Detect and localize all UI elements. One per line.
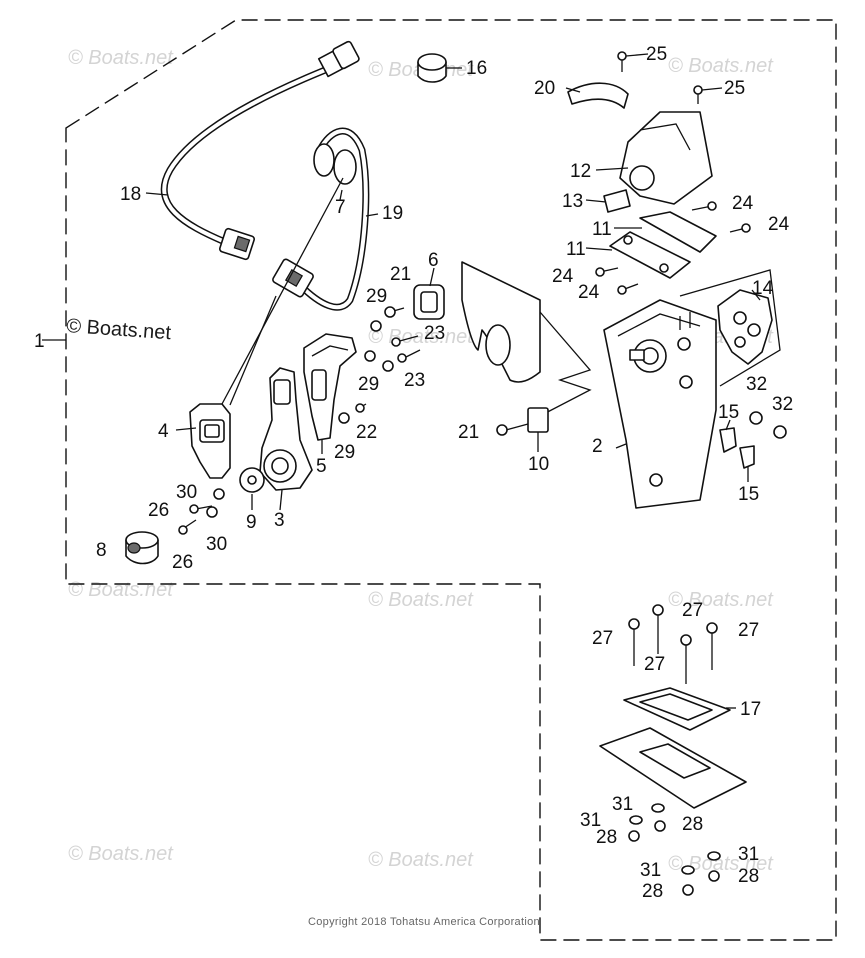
gasket [461,261,541,383]
screws-24-25 [595,51,751,295]
watermark-6: © Boats.net [68,579,174,601]
callout-11b: 11 [566,239,586,260]
callout-23a: 23 [424,323,445,344]
callout-29a: 29 [366,286,387,307]
callout-27c: 27 [644,654,665,675]
watermark-9: © Boats.net [68,843,174,865]
callout-labels-right: 28 28 31 [682,814,759,887]
callout-13: 13 [562,191,583,212]
callout-23b: 23 [404,370,425,391]
callout-29c: 29 [334,442,355,463]
callout-20: 20 [534,78,555,99]
bracket-14 [717,289,773,365]
callout-2: 2 [592,436,603,457]
watermark-3: © Boats.net [668,55,774,77]
cover-12 [619,111,713,205]
callout-15a: 15 [718,402,739,423]
callout-1: 1 [34,331,45,352]
callout-7: 7 [335,197,346,218]
watermark-7: © Boats.net [368,589,474,611]
callout-31d: 31 [738,844,759,865]
callout-28b: 28 [642,881,663,902]
bracket-5 [303,333,357,441]
control-body-2 [603,299,717,509]
callout-10: 10 [528,454,549,475]
assembly-frame [65,19,837,941]
callout-24c: 24 [552,266,574,287]
watermark-8: © Boats.net [668,589,774,611]
callout-17: 17 [740,699,761,720]
callout-3: 3 [274,510,285,531]
callout-8: 8 [96,540,107,561]
callout-19: 19 [382,203,403,224]
clip-13 [603,189,631,213]
callout-28d: 28 [738,866,759,887]
washer-9 [239,467,265,493]
callout-27d: 27 [738,620,759,641]
mounting-plate [599,727,747,809]
callout-25b: 25 [724,78,745,99]
callout-27b: 27 [682,600,703,621]
lever-3 [259,367,313,491]
callout-26b: 26 [172,552,193,573]
callout-30b: 30 [206,534,227,555]
watermark-1: © Boats.net [68,47,174,69]
copyright-text: Copyright 2018 Tohatsu America Corporati… [308,916,540,928]
callout-6: 6 [428,250,439,271]
watermark-main: © Boats.net [66,315,173,344]
callout-24b: 24 [768,214,790,235]
callout-16: 16 [466,58,487,79]
grommet-6 [413,284,445,320]
callout-21a: 21 [390,264,411,285]
callout-9: 9 [246,512,257,533]
callout-28a: 28 [596,827,617,848]
cap-20 [567,82,629,109]
hardware-left [178,306,421,535]
clip-10 [496,407,549,436]
callout-21b: 21 [458,422,479,443]
callout-14: 14 [752,278,774,299]
callout-29b: 29 [358,374,379,395]
callout-27a: 27 [592,628,613,649]
callout-28c: 28 [682,814,703,835]
callout-31a: 31 [612,794,633,815]
watermark-4: © Boats.net [368,326,474,348]
gasket-leader [535,311,592,419]
callout-32a: 32 [746,374,767,395]
callout-32b: 32 [772,394,793,415]
nuts-28-31 [628,803,721,896]
cap-8 [125,531,159,565]
wire-harness-18 [160,40,360,261]
callout-31c: 31 [640,860,661,881]
bracket-14-frame [679,269,781,387]
bushing-16 [417,53,447,83]
wire-harness-19 [272,127,370,311]
leader-lines [145,53,761,709]
watermarks: © Boats.net © Boats.net © Boats.net © Bo… [68,47,774,875]
callout-15b: 15 [738,484,759,505]
callout-25a: 25 [646,44,667,65]
plates-11 [609,211,717,279]
callout-31b: 31 [580,810,601,831]
nuts-32 [749,411,787,439]
callout-4: 4 [158,421,169,442]
callout-5: 5 [316,456,327,477]
callout-12: 12 [570,161,591,182]
grip-4 [189,403,231,479]
callout-22: 22 [356,422,377,443]
watermark-10: © Boats.net [368,849,474,871]
bolts-27 [628,604,718,684]
callout-11a: 11 [592,219,612,240]
gasket-17 [623,687,731,731]
callout-30a: 30 [176,482,197,503]
callout-24a: 24 [732,193,754,214]
callout-24d: 24 [578,282,600,303]
callout-26a: 26 [148,500,169,521]
clips-15 [719,427,755,469]
callout-labels: 1 2 3 4 5 6 7 8 9 10 11 11 12 13 14 15 1… [34,44,793,902]
callout-18: 18 [120,184,141,205]
